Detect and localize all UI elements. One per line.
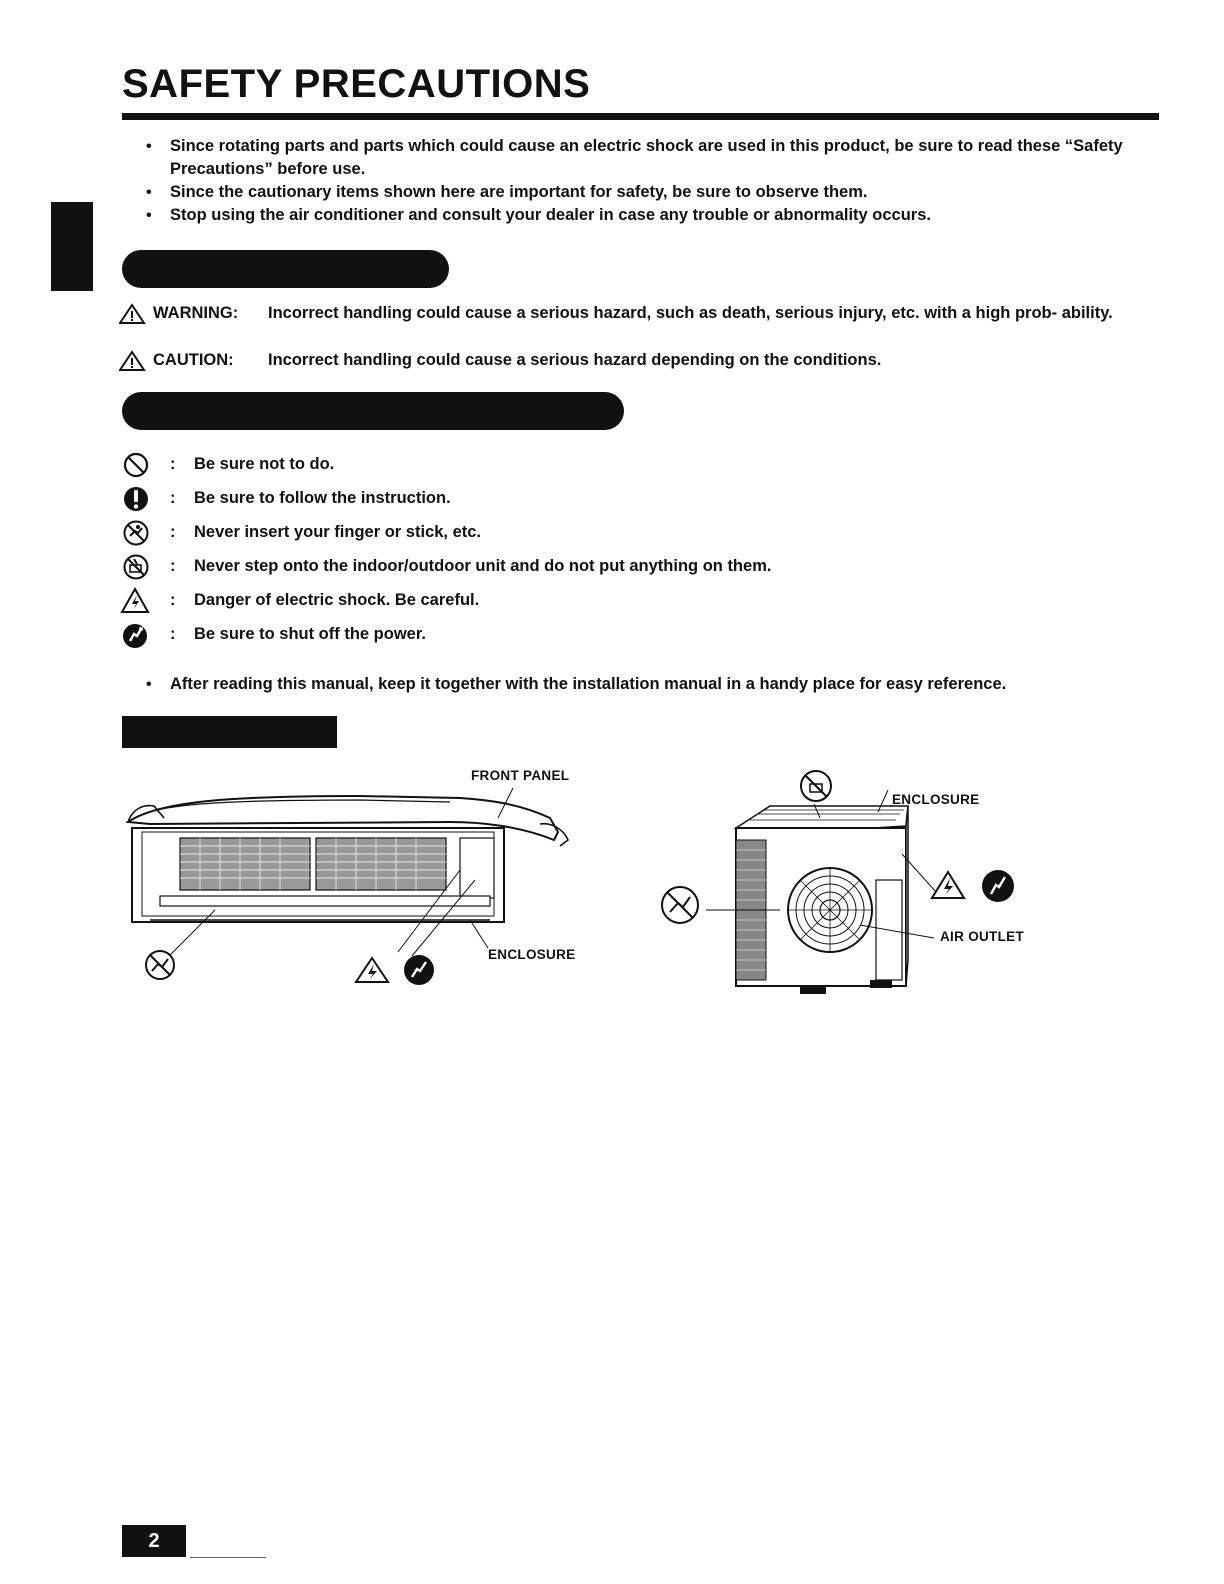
caution-definition: CAUTION: Incorrect handling could cause … (119, 349, 1159, 372)
section-tab-marker (51, 202, 93, 291)
symbol-description: Be sure to shut off the power. (194, 625, 426, 643)
section-heading-bar (122, 716, 337, 748)
intro-bullet: Stop using the air conditioner and consu… (146, 204, 1146, 227)
power-off-icon (982, 870, 1014, 902)
no-step-icon (800, 770, 832, 802)
page-number: 2 (122, 1525, 186, 1557)
intro-bullet-list: Since rotating parts and parts which cou… (146, 135, 1146, 227)
electric-shock-icon (930, 870, 966, 899)
warning-text: Incorrect handling could cause a serious… (268, 304, 1113, 322)
section-heading-bar (122, 392, 624, 430)
symbol-description: Be sure not to do. (194, 455, 335, 473)
symbol-row-prohibition: : Be sure not to do. (120, 450, 1020, 480)
symbol-description: Danger of electric shock. Be careful. (194, 591, 480, 609)
exclamation-icon (124, 487, 148, 511)
footer-line (190, 1557, 266, 1558)
warning-definition: WARNING: Incorrect handling could cause … (119, 302, 1159, 348)
symbol-row-no-finger: : Never insert your finger or stick, etc… (120, 518, 1020, 548)
intro-bullet: Since the cautionary items shown here ar… (146, 181, 1146, 204)
title-rule (122, 113, 1159, 120)
intro-bullet: Since rotating parts and parts which cou… (146, 135, 1146, 181)
front-panel-label: FRONT PANEL (471, 768, 570, 783)
outdoor-enclosure-label: ENCLOSURE (892, 792, 980, 807)
symbol-description: Be sure to follow the instruction. (194, 489, 451, 507)
electric-shock-icon (354, 956, 390, 983)
reading-note-list: After reading this manual, keep it toget… (146, 673, 1146, 696)
section-heading-bar (122, 250, 449, 288)
reading-note: After reading this manual, keep it toget… (146, 673, 1146, 696)
page-title: SAFETY PRECAUTIONS (122, 62, 591, 106)
warning-triangle-icon (119, 303, 146, 324)
caution-label: CAUTION: (153, 351, 234, 369)
symbol-description: Never step onto the indoor/outdoor unit … (194, 557, 772, 575)
warning-label: WARNING: (153, 304, 239, 322)
power-off-icon (404, 955, 434, 985)
indoor-unit-diagram (125, 787, 569, 985)
caution-text: Incorrect handling could cause a serious… (268, 351, 882, 369)
caution-triangle-icon (119, 350, 146, 371)
symbol-row-electric-shock: : Danger of electric shock. Be careful. (120, 586, 1020, 616)
prohibition-icon (123, 452, 149, 478)
power-off-icon (123, 624, 147, 648)
air-outlet-label: AIR OUTLET (940, 929, 1024, 944)
indoor-enclosure-label: ENCLOSURE (488, 947, 576, 962)
no-finger-icon (123, 520, 149, 546)
no-step-icon (123, 554, 149, 580)
symbol-description: Never insert your finger or stick, etc. (194, 523, 482, 541)
symbol-row-power-off: : Be sure to shut off the power. (120, 620, 1020, 650)
symbol-row-exclamation: : Be sure to follow the instruction. (120, 484, 1020, 514)
no-finger-icon (661, 886, 699, 924)
symbol-row-no-step: : Never step onto the indoor/outdoor uni… (120, 552, 1020, 582)
electric-shock-icon (120, 586, 150, 613)
outdoor-unit-diagram (661, 770, 1014, 994)
no-finger-icon (145, 950, 175, 980)
